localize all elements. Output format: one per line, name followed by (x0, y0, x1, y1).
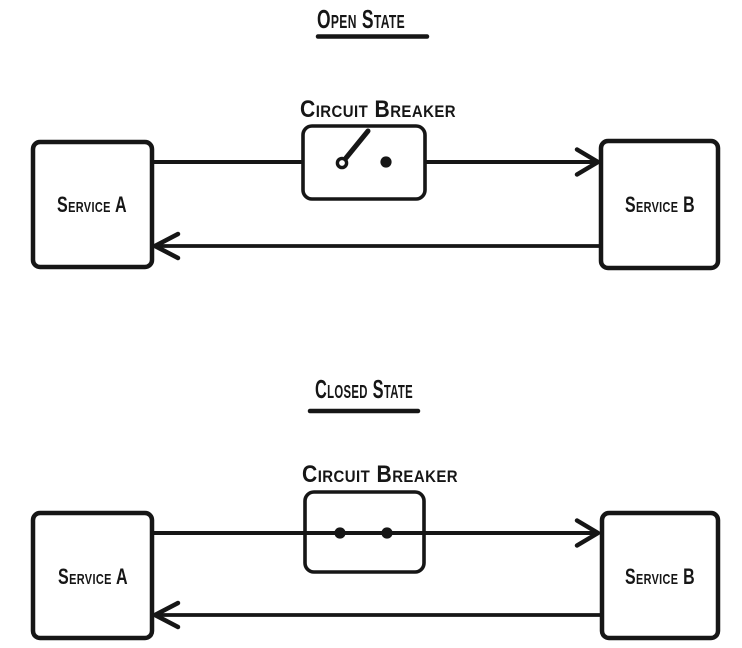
response-arrowhead-closed (152, 600, 181, 630)
response-arrow-closed (152, 600, 603, 630)
circuit-breaker-label: Circuit Breaker (300, 96, 456, 123)
service-a-box (30, 139, 155, 270)
switch-contact-right-closed (381, 527, 393, 539)
service-b-box-closed (599, 510, 721, 641)
switch-contact-left (335, 156, 349, 170)
service-b-label-closed: Service B (625, 564, 695, 589)
service-a-box-closed (30, 510, 155, 641)
open-switch (335, 128, 392, 170)
request-arrowhead (574, 147, 601, 177)
service-a-label: Service A (57, 192, 127, 217)
circuit-breaker-box (301, 124, 427, 201)
switch-lever (343, 128, 371, 161)
closed-state-title: Closed State (315, 374, 413, 404)
closed-state-section: Closed State Circuit Breaker Service A S… (30, 374, 721, 641)
open-state-title: Open State (317, 4, 405, 34)
response-arrowhead (152, 231, 181, 261)
response-arrow (152, 231, 603, 261)
circuit-breaker-label-closed: Circuit Breaker (302, 461, 458, 488)
service-b-box (598, 138, 721, 271)
service-b-label: Service B (625, 192, 695, 217)
switch-contact-left-closed (334, 527, 346, 539)
request-arrowhead-closed (574, 518, 601, 548)
closed-switch (334, 527, 393, 539)
switch-contact-right (380, 156, 392, 168)
open-state-section: Open State Circuit Breaker Service A Ser… (30, 4, 721, 271)
service-a-label-closed: Service A (58, 564, 128, 589)
